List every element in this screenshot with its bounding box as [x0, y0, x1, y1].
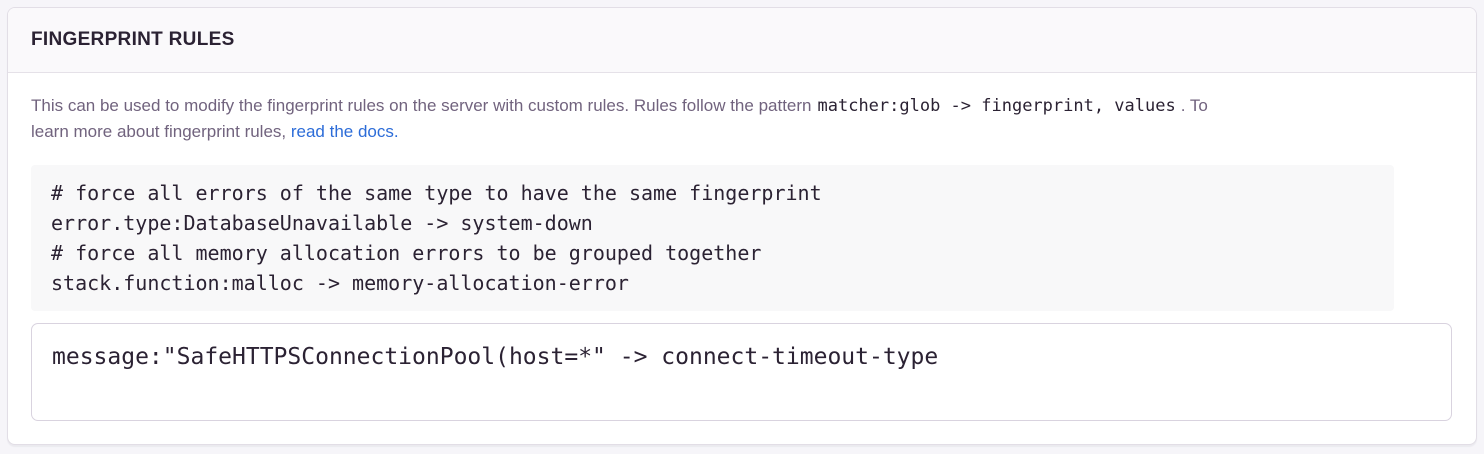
fingerprint-rules-input[interactable]: message:"SafeHTTPSConnectionPool(host=*"… [31, 323, 1452, 421]
rule-pattern-inline-code: matcher:glob -> fingerprint, values [817, 96, 1176, 116]
description-text-1: This can be used to modify the fingerpri… [31, 96, 812, 115]
fingerprint-rules-example-code: # force all errors of the same type to h… [31, 165, 1394, 311]
panel-body: This can be used to modify the fingerpri… [8, 73, 1476, 444]
panel-title: FINGERPRINT RULES [31, 29, 235, 50]
fingerprint-rules-panel: FINGERPRINT RULES This can be used to mo… [7, 7, 1477, 445]
read-the-docs-link[interactable]: read the docs. [290, 122, 399, 141]
description-text-2: . To [1180, 96, 1208, 115]
panel-description: This can be used to modify the fingerpri… [31, 93, 1452, 145]
description-text-3: learn more about fingerprint rules, [31, 122, 291, 141]
panel-header: FINGERPRINT RULES [8, 8, 1476, 73]
